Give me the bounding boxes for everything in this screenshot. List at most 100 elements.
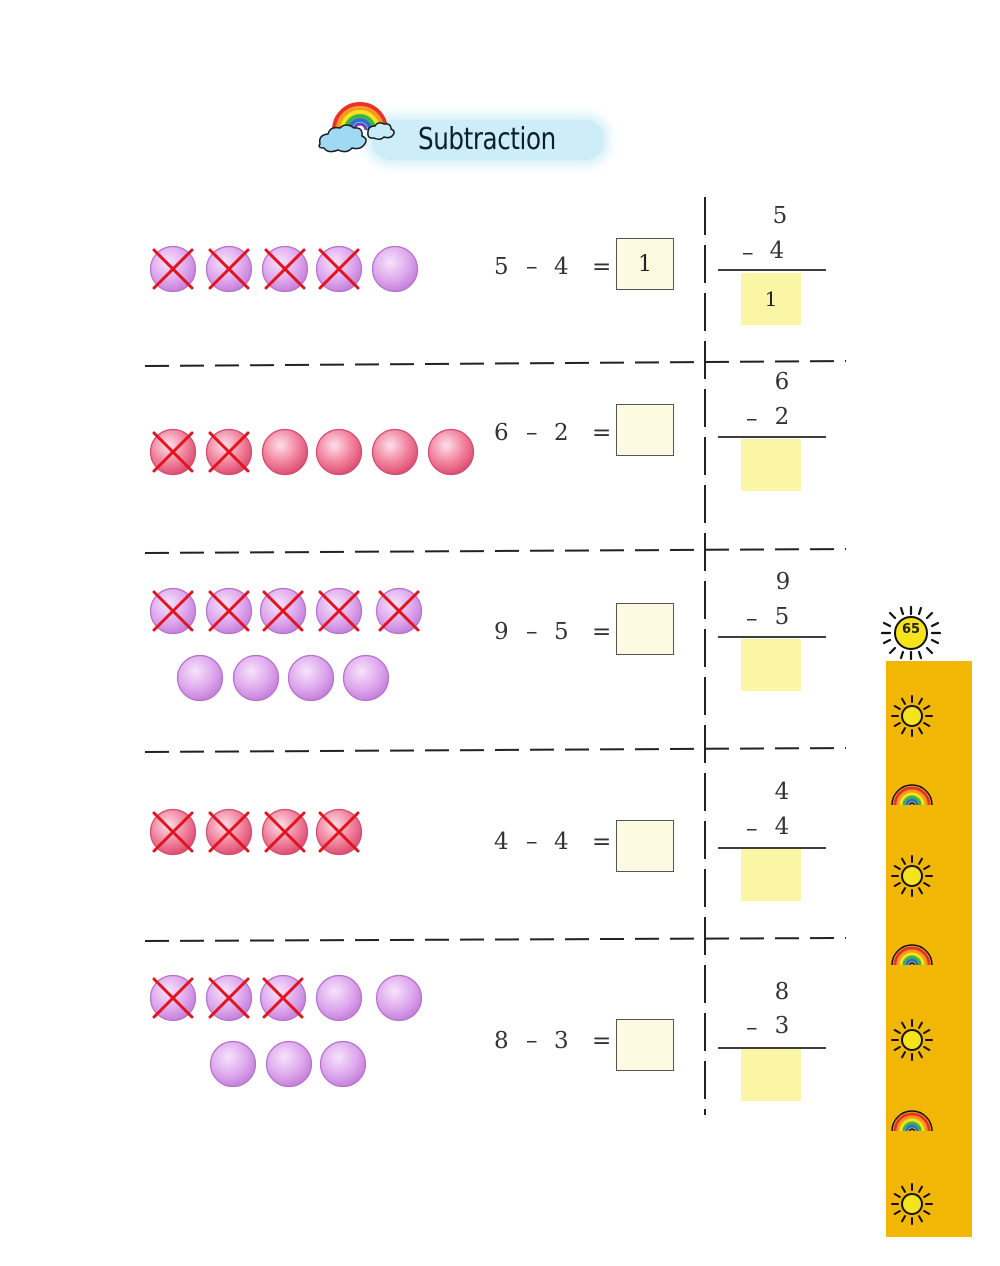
answer-box[interactable]: 1 (616, 238, 674, 290)
ball (319, 1040, 367, 1088)
crossed-ball (315, 245, 363, 293)
sun-icon (888, 1019, 936, 1065)
sun-icon (888, 1183, 936, 1229)
worksheet-header: Subtraction (314, 98, 614, 168)
ball (209, 1040, 257, 1088)
cross-mark (152, 431, 194, 473)
vertical-answer-box[interactable] (741, 439, 801, 491)
crossed-ball (149, 808, 197, 856)
ball (176, 654, 224, 702)
equation-equals: = (592, 619, 612, 645)
rainbow-icon (888, 775, 936, 813)
answer-box[interactable] (616, 404, 674, 456)
crossed-ball (315, 587, 363, 635)
ball-group (149, 245, 419, 293)
vertical-minus: – (746, 1015, 758, 1041)
ball (371, 428, 419, 476)
ball (265, 1040, 313, 1088)
crossed-ball (259, 974, 307, 1022)
ball (375, 974, 423, 1022)
equation-subtrahend: 2 (554, 420, 570, 446)
rainbow-cloud-icon (318, 102, 395, 153)
cross-mark (152, 590, 194, 632)
vertical-minuend: 9 (775, 569, 791, 595)
crossed-ball (149, 587, 197, 635)
vertical-minuend: 4 (774, 779, 790, 805)
crossed-ball (149, 428, 197, 476)
sun-icon (888, 855, 936, 901)
cross-mark (152, 248, 194, 290)
equation-equals: = (592, 254, 612, 280)
equation-minuend: 8 (494, 1028, 510, 1054)
ball-group (149, 974, 423, 1088)
vertical-answer-box[interactable] (741, 1049, 801, 1101)
row-divider-line (144, 937, 847, 942)
equation-subtrahend: 5 (554, 619, 570, 645)
rainbow-icon (888, 1101, 936, 1139)
ball (315, 428, 363, 476)
equation-equals: = (592, 829, 612, 855)
answer-box[interactable] (616, 820, 674, 872)
cross-mark (318, 811, 360, 853)
crossed-ball (149, 974, 197, 1022)
equation-minus: – (526, 254, 538, 280)
cross-mark (152, 811, 194, 853)
crossed-ball (261, 808, 309, 856)
equation-minus: – (526, 420, 538, 446)
cross-mark (152, 977, 194, 1019)
ball (287, 654, 335, 702)
cross-mark (318, 248, 360, 290)
vertical-answer-box[interactable] (741, 849, 801, 901)
cross-mark (262, 590, 304, 632)
crossed-ball (205, 974, 253, 1022)
row-divider-line (144, 548, 847, 554)
vertical-minus: – (746, 606, 758, 632)
ball-group (149, 808, 363, 856)
answer-box[interactable] (616, 603, 674, 655)
ball (342, 654, 390, 702)
cross-mark (262, 977, 304, 1019)
crossed-ball (315, 808, 363, 856)
crossed-ball (261, 245, 309, 293)
row-divider-line (144, 747, 847, 753)
equation-subtrahend: 4 (554, 829, 570, 855)
vertical-minus: – (742, 240, 754, 266)
equation-equals: = (592, 420, 612, 446)
vertical-minuend: 8 (774, 979, 790, 1005)
equation-minus: – (526, 829, 538, 855)
ball-group (149, 428, 475, 476)
equation-equals: = (592, 1028, 612, 1054)
rainbow-icon (888, 935, 936, 973)
equation-minuend: 4 (494, 829, 510, 855)
crossed-ball (205, 587, 253, 635)
crossed-ball (259, 587, 307, 635)
crossed-ball (205, 808, 253, 856)
decorative-sidebar (886, 661, 972, 1237)
crossed-ball (375, 587, 423, 635)
equation-subtrahend: 4 (554, 254, 570, 280)
title-cloud-background (372, 120, 604, 160)
vertical-minuend: 6 (774, 369, 790, 395)
equation-minuend: 5 (494, 254, 510, 280)
crossed-ball (149, 245, 197, 293)
vertical-minus: – (746, 816, 758, 842)
vertical-answer-box[interactable] (741, 639, 801, 691)
answer-box[interactable] (616, 1019, 674, 1071)
cross-mark (208, 811, 250, 853)
crossed-ball (205, 428, 253, 476)
page-number: 65 (901, 622, 921, 637)
vertical-subtrahend: 2 (774, 404, 790, 430)
page-title: Subtraction (418, 122, 556, 157)
row-divider-line (144, 360, 847, 367)
equation-minuend: 9 (494, 619, 510, 645)
cross-mark (264, 811, 306, 853)
crossed-ball (205, 245, 253, 293)
equation-subtrahend: 3 (554, 1028, 570, 1054)
sun-icon (888, 695, 936, 741)
cross-mark (378, 590, 420, 632)
vertical-answer-box[interactable]: 1 (741, 273, 801, 325)
vertical-subtrahend: 3 (774, 1013, 790, 1039)
vertical-minuend: 5 (772, 203, 788, 229)
cross-mark (208, 431, 250, 473)
cross-mark (208, 590, 250, 632)
